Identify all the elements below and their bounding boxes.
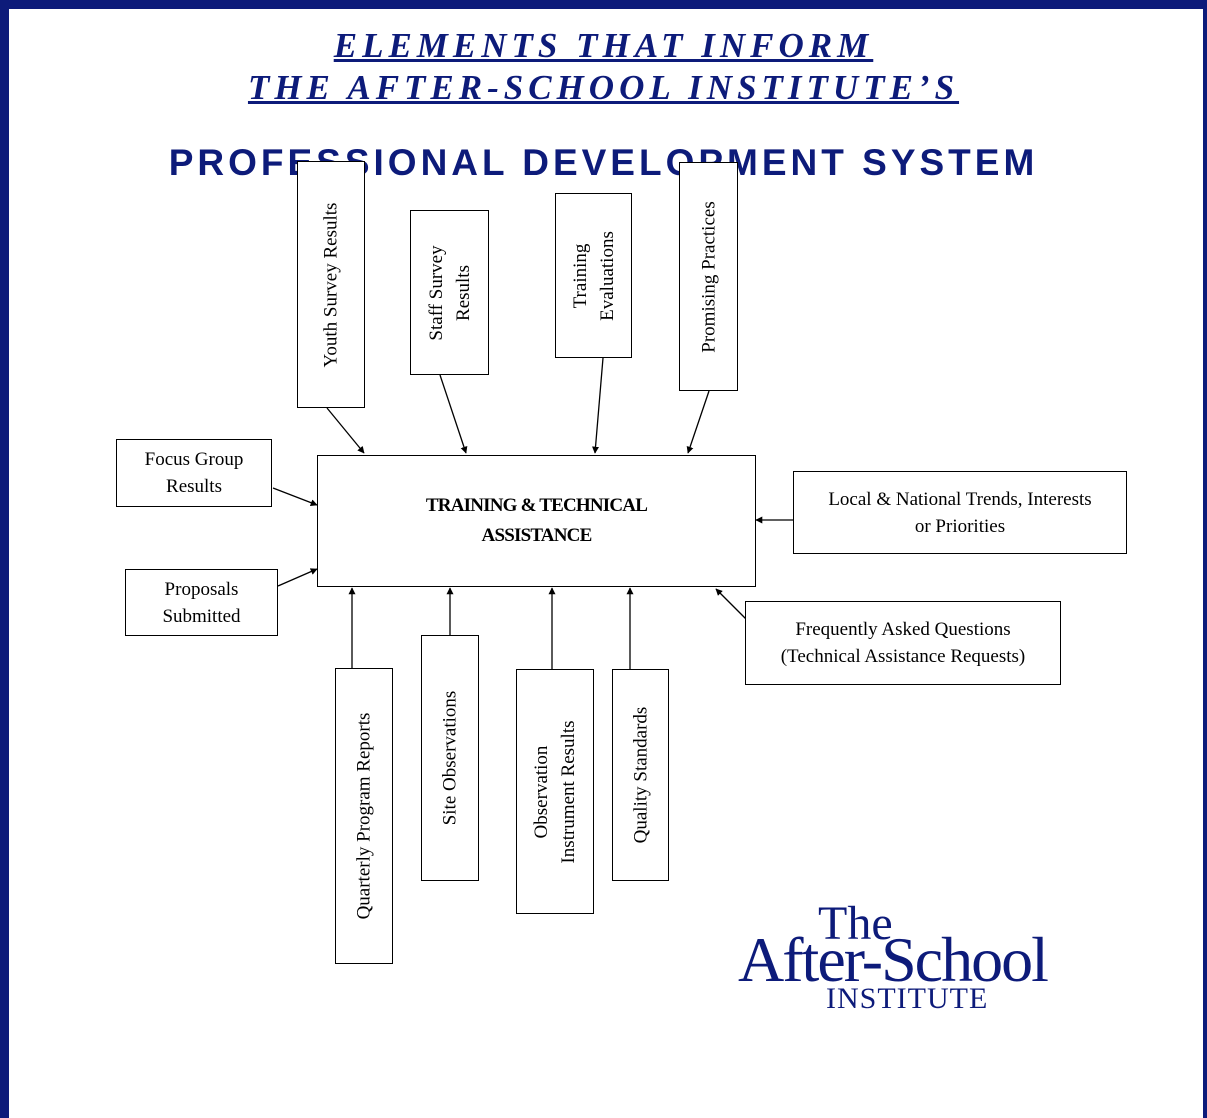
box-local-national-trends: Local & National Trends, Interests or Pr… <box>793 471 1127 554</box>
label-quality-standards: Quality Standards <box>630 706 651 844</box>
box-focus-group-results: Focus Group Results <box>116 439 272 507</box>
box-training-evaluations: Training Evaluations <box>555 193 632 358</box>
label-observation-1: Observation <box>531 745 552 838</box>
page-border-top <box>0 0 1207 9</box>
title-line-1: ELEMENTS THAT INFORM <box>333 26 874 65</box>
box-promising-practices: Promising Practices <box>679 162 738 391</box>
logo-the: The <box>818 897 893 950</box>
center-box-training-assistance: TRAINING & TECHNICAL ASSISTANCE <box>317 455 756 587</box>
label-focus-group-1: Focus Group <box>144 449 244 470</box>
label-observation-2: Instrument Results <box>558 719 579 864</box>
center-line-2: ASSISTANCE <box>481 525 593 546</box>
page-border-left <box>0 0 9 1118</box>
label-training-eval-2: Evaluations <box>596 230 618 321</box>
label-site-observations: Site Observations <box>439 690 461 826</box>
box-quarterly-program-reports: Quarterly Program Reports <box>335 668 393 964</box>
title-line-2: THE AFTER-SCHOOL INSTITUTE’S <box>247 68 960 107</box>
page-border-right <box>1203 0 1207 1118</box>
label-proposals-2: Submitted <box>162 605 241 627</box>
arrow-focus-group <box>272 487 318 506</box>
arrow-promising-practices <box>686 390 710 454</box>
label-proposals-1: Proposals <box>164 578 239 600</box>
label-promising-practices: Promising Practices <box>698 200 719 353</box>
label-focus-group-2: Results <box>166 476 222 497</box>
label-trends-1: Local & National Trends, Interests <box>828 488 1092 510</box>
logo-after-school: After-School <box>738 924 1049 995</box>
label-faq-1: Frequently Asked Questions <box>795 619 1011 640</box>
label-trends-2: or Priorities <box>914 515 1006 537</box>
arrow-faq <box>715 588 748 621</box>
label-training-eval-1: Training <box>569 243 591 308</box>
arrow-youth-survey <box>326 407 365 454</box>
arrow-proposals <box>277 568 318 587</box>
label-faq-2: (Technical Assistance Requests) <box>780 646 1026 667</box>
label-staff-survey-2: Results <box>452 264 474 321</box>
box-staff-survey-results: Staff Survey Results <box>410 210 489 375</box>
box-site-observations: Site Observations <box>421 635 479 881</box>
label-youth-survey: Youth Survey Results <box>320 202 342 367</box>
box-proposals-submitted: Proposals Submitted <box>125 569 278 636</box>
center-line-1: TRAINING & TECHNICAL <box>425 495 648 516</box>
logo-institute: INSTITUTE <box>826 982 989 1015</box>
box-youth-survey-results: Youth Survey Results <box>297 161 365 408</box>
box-frequently-asked-questions: Frequently Asked Questions (Technical As… <box>745 601 1061 685</box>
arrow-staff-survey <box>439 374 468 454</box>
label-quarterly-reports: Quarterly Program Reports <box>353 712 375 920</box>
label-staff-survey-1: Staff Survey <box>425 244 447 341</box>
box-observation-instrument-results: Observation Instrument Results <box>516 669 594 914</box>
box-quality-standards: Quality Standards <box>612 669 669 881</box>
after-school-institute-logo: The After-School INSTITUTE <box>738 897 1098 1014</box>
arrow-training-evaluations <box>592 357 604 454</box>
